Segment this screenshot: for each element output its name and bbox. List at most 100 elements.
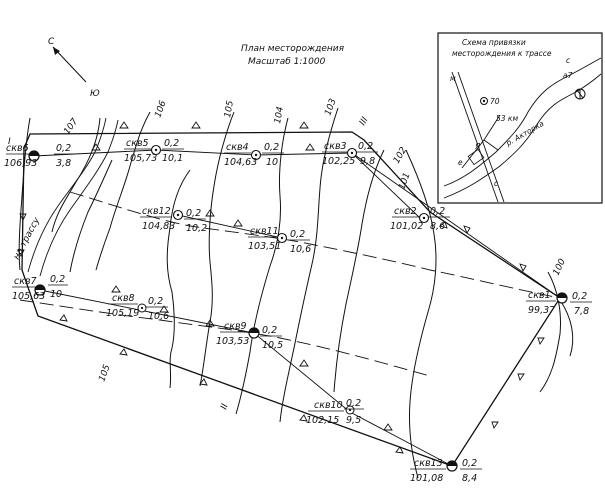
contour-100-inner	[559, 299, 574, 357]
compass-north-label: С	[48, 37, 55, 47]
well-depth-top: 0,2	[346, 398, 361, 409]
profile-line-lower	[19, 299, 431, 377]
well-depth-top: 0,2	[148, 296, 163, 307]
inset-marker-70	[480, 97, 488, 105]
well-depth-bottom: 8,4	[462, 473, 477, 484]
section-mark-2: II	[219, 402, 230, 411]
well-elevation: 105,63	[12, 291, 45, 302]
well-depth-bottom: 10,6	[290, 244, 311, 255]
contour-label-104: 104	[273, 106, 286, 125]
traverse-3-2	[351, 152, 421, 219]
well-depth-top: 0,2	[164, 138, 179, 149]
river-bank-2	[443, 57, 602, 187]
well-depth-bottom: 10,2	[186, 223, 207, 234]
inset-marker-70-label: 70	[490, 97, 500, 106]
well-skv2: скв2 101,02 0,2 8,6	[390, 206, 450, 232]
well-elevation: 104,63	[224, 157, 257, 168]
road-edge-2	[39, 119, 119, 277]
contour-100	[539, 271, 561, 393]
contour-106-west	[69, 159, 113, 273]
deposit-boundary	[21, 131, 561, 467]
well-skv8: скв8 105,19 0,2 10,6	[106, 293, 169, 322]
well-depth-bottom: 10,1	[162, 153, 183, 164]
traverse-3-1	[351, 152, 561, 299]
survey-traverses	[33, 149, 561, 467]
traverse-north	[33, 149, 353, 157]
profile-lines	[19, 191, 561, 377]
contour-102	[333, 149, 385, 393]
well-name: скв6	[6, 143, 29, 154]
well-elevation: 103,53	[216, 336, 249, 347]
well-depth-bottom: 9,5	[346, 415, 361, 426]
well-skv1: скв1 99,37 0,2 7,8	[526, 290, 592, 317]
section-mark-1: I	[8, 137, 11, 147]
well-depth-bottom: 7,8	[574, 306, 589, 317]
well-elevation: 101,02	[390, 221, 423, 232]
well-name: скв11	[250, 226, 279, 237]
well-depth-top: 0,2	[56, 143, 71, 154]
inset-frame	[437, 32, 603, 204]
well-elevation: 99,37	[528, 305, 555, 316]
well-elevation: 102,25	[322, 156, 355, 167]
well-depth-bottom: 9,8	[360, 156, 375, 167]
well-depth-top: 0,2	[572, 291, 587, 302]
well-name: скв12	[142, 206, 171, 217]
well-depth-bottom: 8,6	[430, 221, 445, 232]
well-name: скв7	[14, 276, 37, 287]
inset-letter-m: м	[450, 74, 456, 83]
inset-hatch-box	[467, 148, 485, 166]
well-depth-bottom: 10	[50, 289, 62, 300]
well-name: скв10	[314, 400, 343, 411]
north-arrow-icon	[52, 46, 87, 83]
well-skv11: скв11 103,51 0,2 10,6	[248, 226, 311, 255]
well-skv4: скв4 104,63 0,2 10	[224, 142, 284, 168]
to-road-label: на трассу	[12, 216, 43, 262]
well-depth-top: 0,2	[290, 229, 305, 240]
well-name: скв9	[224, 321, 247, 332]
inset-scheme: Схема привязки месторождения к трассе 70…	[437, 32, 603, 204]
traverse-south	[39, 289, 453, 467]
contour-label-105: 105	[223, 100, 236, 119]
contour-label-100: 100	[552, 257, 568, 277]
contour-105-mid	[166, 169, 191, 389]
road-edge-1	[27, 117, 107, 273]
well-name: скв5	[126, 138, 149, 149]
well-skv13: скв13 101,08 0,2 8,4	[410, 458, 482, 484]
boundary-markers	[17, 121, 545, 454]
plan-scale: Масштаб 1:1000	[248, 57, 326, 67]
well-skv6: скв6 106,93 0,2 3,8	[4, 143, 74, 169]
section-mark-3: III	[358, 115, 371, 127]
well-skv5: скв5 105,73 0,2 10,1	[124, 138, 184, 164]
contour-label-105-south: 105	[97, 363, 112, 383]
boundary-outline	[21, 131, 561, 467]
well-elevation: 103,51	[248, 241, 281, 252]
well-elevation: 105,73	[124, 153, 157, 164]
well-depth-top: 0,2	[186, 208, 201, 219]
inset-letter-c2: с	[494, 179, 499, 188]
well-name: скв2	[394, 206, 417, 217]
well-depth-bottom: 3,8	[56, 158, 71, 169]
contour-label-106: 106	[153, 99, 168, 119]
well-depth-top: 0,2	[50, 274, 65, 285]
inset-letter-ya: Я	[474, 142, 480, 151]
well-depth-top: 0,2	[358, 141, 373, 152]
well-elevation: 106,93	[4, 158, 37, 169]
inset-road	[451, 71, 499, 203]
contour-107	[51, 117, 101, 233]
well-depth-top: 0,2	[262, 325, 277, 336]
river-bank-1	[443, 73, 602, 199]
inset-title-line2: месторождения к трассе	[452, 49, 552, 58]
well-skv3: скв3 102,25 0,2 9,8	[322, 141, 378, 167]
well-skv9: скв9 103,53 0,2 10,5	[216, 321, 283, 351]
contour-101	[405, 149, 437, 479]
well-name: скв1	[528, 290, 551, 301]
well-elevation: 101,08	[410, 473, 443, 484]
well-name: скв4	[226, 142, 249, 153]
well-depth-bottom: 10,6	[148, 311, 169, 322]
well-skv12: скв12 104,83 0,2 10,2	[140, 206, 207, 234]
well-depth-bottom: 10	[266, 157, 278, 168]
well-depth-top: 0,2	[430, 206, 445, 217]
well-name: скв8	[112, 293, 135, 304]
